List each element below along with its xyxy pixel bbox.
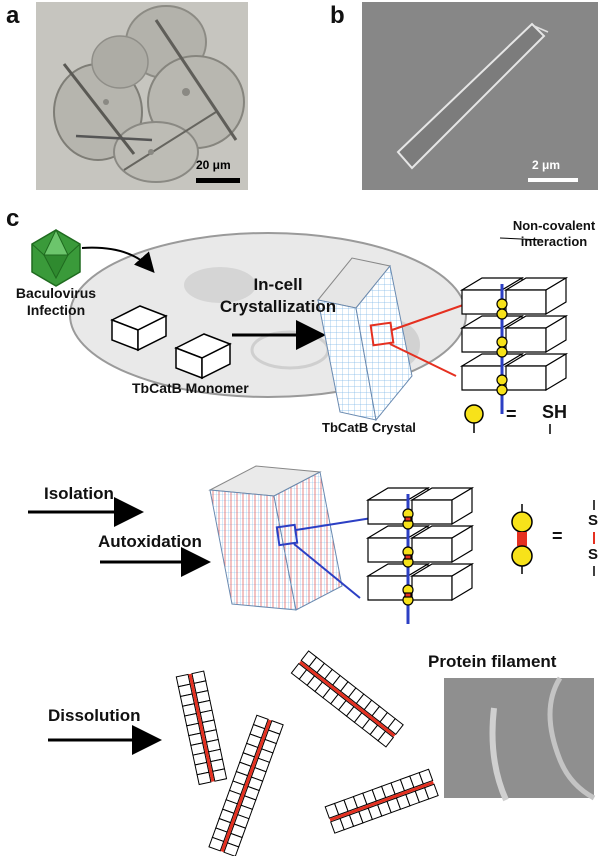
infection-arrow [81, 246, 155, 274]
filament-core [299, 660, 396, 738]
sulfur-bottom: S [588, 546, 599, 563]
micrograph-b-crystal [362, 2, 598, 190]
baculovirus-label-line2: Infection [26, 302, 86, 318]
lattice-cube-face [411, 575, 453, 601]
micrograph-a: 20 μm [36, 2, 248, 190]
monomer-cube [110, 305, 168, 352]
disulfide-bond [404, 516, 412, 522]
noncovalent-label: Non-covalent interaction [506, 218, 602, 250]
zoom-box-red [369, 321, 395, 347]
equals-sign-2: = [552, 526, 563, 546]
filament-subunit [196, 771, 212, 786]
autoxidation-label: Autoxidation [98, 532, 202, 551]
filament-core [220, 719, 272, 853]
lattice-cube-face [545, 276, 567, 316]
thiol-dot [496, 374, 508, 386]
dissolved-filament [324, 768, 439, 834]
thiol-dot [496, 308, 508, 320]
noncovalent-label-line2: interaction [520, 234, 588, 249]
filament-subunit [387, 717, 404, 736]
disulfide-bond [404, 592, 412, 598]
zoom-line-blue [295, 517, 373, 531]
filament-strand [489, 707, 509, 802]
filament-subunit [223, 842, 240, 856]
baculovirus-icon [31, 228, 81, 287]
in-cell-label-line2: Crystallization [219, 297, 337, 316]
zoom-line [389, 343, 457, 377]
micrograph-b: 2 μm [362, 2, 598, 190]
dissolved-filament [208, 714, 284, 856]
scale-label-a: 20 μm [196, 158, 231, 172]
thiol-dot [496, 336, 508, 348]
in-cell-label: In-cell Crystallization [208, 274, 348, 318]
lattice-cube-face [461, 327, 503, 353]
scale-label-b: 2 μm [532, 158, 561, 172]
thiol-dot [496, 384, 508, 396]
filament-subunit [418, 768, 434, 785]
noncovalent-pointer [499, 237, 543, 241]
sh-label: SH [542, 402, 568, 422]
equals-sign: = [506, 404, 517, 424]
lattice-cube-face [367, 575, 409, 601]
lattice-cube-face [461, 365, 503, 391]
noncovalent-label-line1: Non-covalent [512, 218, 596, 233]
in-cell-label-line1: In-cell [253, 275, 303, 294]
disulfide-bond [404, 554, 412, 560]
organelle [184, 267, 256, 303]
scale-bar-a [196, 178, 240, 183]
lattice-cube-face [461, 289, 503, 315]
panel-label-c: c [6, 205, 20, 232]
dissolution-label: Dissolution [48, 706, 141, 725]
filament-core [188, 673, 215, 782]
thiol-dot [496, 298, 508, 310]
isolation-label: Isolation [44, 484, 114, 503]
lattice-cube-face [367, 537, 409, 563]
thiol-symbol [464, 404, 484, 424]
filament-subunit [208, 836, 225, 852]
filament-strand [547, 676, 596, 801]
zoom-box-blue [275, 523, 299, 547]
panel-label-a: a [6, 2, 20, 29]
filament-subunit [212, 768, 228, 782]
sulfur-top: S [588, 512, 599, 529]
lattice-cube-face [505, 289, 547, 315]
baculovirus-label-line1: Baculovirus [15, 285, 97, 301]
lattice-cube-face [545, 352, 567, 392]
dissolved-filament [175, 670, 228, 786]
lattice-oxidized [365, 486, 475, 624]
panel-label-b: b [330, 2, 345, 29]
filament-subunit [424, 783, 439, 800]
crystal-label: TbCatB Crystal [322, 420, 416, 435]
zoom-line-blue [293, 543, 361, 599]
schematic-c [28, 228, 596, 856]
lattice-cube-face [411, 499, 453, 525]
lattice-cube-face [451, 524, 473, 564]
scale-bar-b [528, 178, 578, 182]
lattice-cube-face [367, 499, 409, 525]
dissolved-filament [290, 650, 404, 748]
lattice-reduced [459, 276, 569, 414]
thiol-dot [496, 346, 508, 358]
lattice-cube-face [451, 486, 473, 526]
zoom-line [391, 303, 467, 331]
monomer-cube [174, 333, 232, 380]
disulfide-symbol [511, 504, 533, 574]
lattice-cube-face [451, 562, 473, 602]
filament-core [329, 780, 434, 822]
lattice-cube-face [545, 314, 567, 354]
protein-filament-label: Protein filament [428, 652, 557, 671]
lattice-cube-face [505, 327, 547, 353]
micrograph-a-cells [36, 2, 248, 190]
lattice-cube-face [505, 365, 547, 391]
tbcatb-crystal-oxidized [208, 465, 343, 611]
monomer-label: TbCatB Monomer [132, 380, 249, 396]
filament-subunit [377, 730, 395, 748]
lattice-cube-face [411, 537, 453, 563]
baculovirus-label: Baculovirus Infection [10, 285, 102, 319]
